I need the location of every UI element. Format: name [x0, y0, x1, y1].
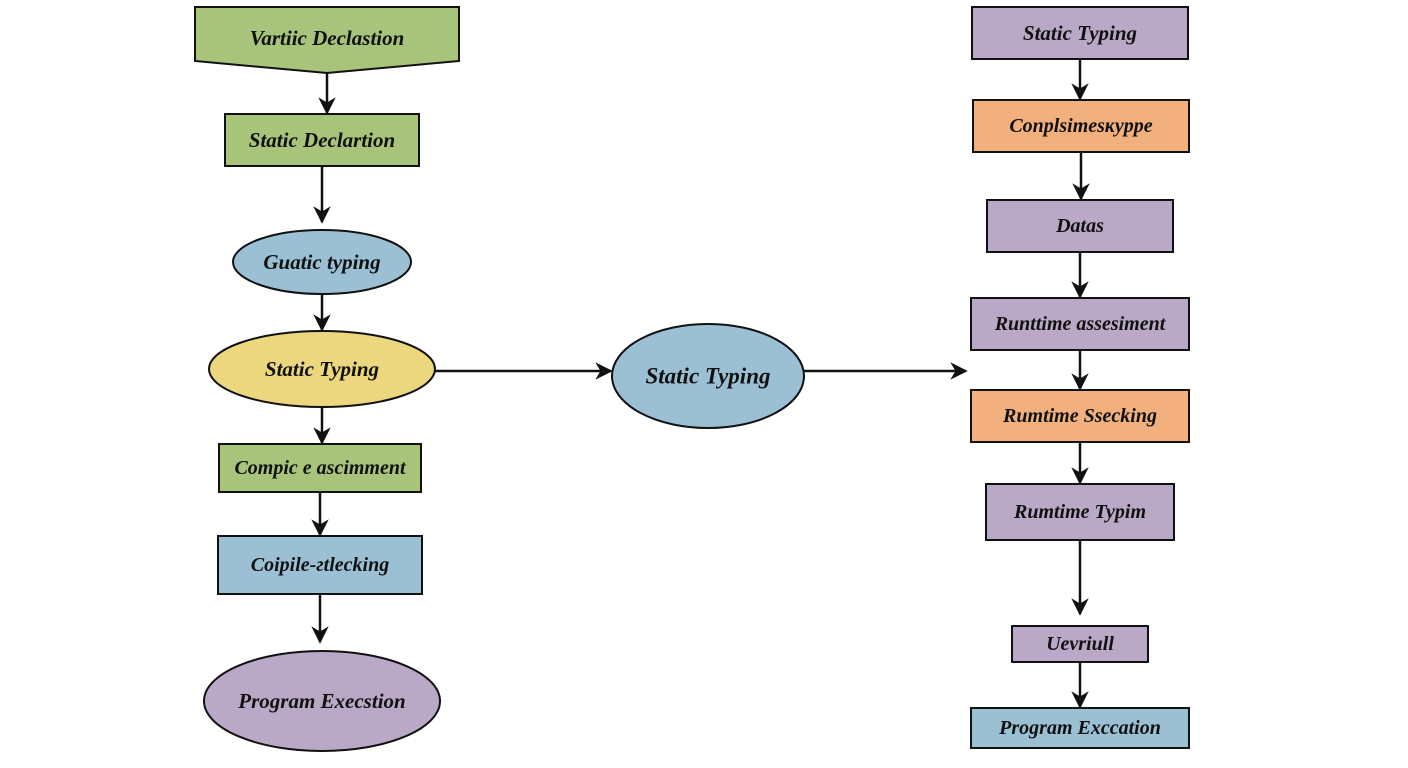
node-label: Program Exccation: [998, 717, 1161, 739]
node-label: Runttime assesiment: [994, 313, 1167, 335]
node-label: Datas: [1055, 215, 1104, 237]
node-l7-program-execstion: Program Execstion: [203, 650, 441, 752]
node-r1-static-typing: Static Typing: [971, 6, 1189, 60]
node-rect-shape: [971, 6, 1189, 60]
node-rect-shape: [972, 99, 1190, 153]
node-label: Uevriull: [1046, 633, 1114, 655]
node-label: Guatic typing: [263, 250, 380, 274]
node-label: Static Declartion: [249, 128, 395, 152]
node-r2-conplsimes-yppe: Conplsimesĸyppe: [972, 99, 1190, 153]
node-l4-static-typing: Static Typing: [208, 330, 436, 408]
node-ellipse-shape: [232, 229, 412, 295]
node-l1-vartiic-declastion: Vartiic Declastion: [194, 6, 460, 75]
node-label: Coipile-гtlecking: [251, 554, 389, 576]
node-r5-rumtime-ssecking: Rumtime Ssecking: [970, 389, 1190, 443]
node-l3-guatic-typing: Guatic typing: [232, 229, 412, 295]
node-rect-shape: [985, 483, 1175, 541]
node-ellipse-shape: [611, 323, 805, 429]
node-label: Vartiic Declastion: [250, 26, 405, 50]
node-rect-shape: [1011, 625, 1149, 663]
node-label: Static Typing: [265, 357, 379, 381]
node-label: Rumtime Ssecking: [1002, 405, 1157, 427]
node-r6-rumtime-typim: Rumtime Typim: [985, 483, 1175, 541]
node-rect-shape: [970, 389, 1190, 443]
node-r4-runttime-assesiment: Runttime assesiment: [970, 297, 1190, 351]
node-label: Compic e ascimment: [234, 457, 407, 479]
node-label: Static Typing: [645, 364, 770, 389]
node-r3-datas: Datas: [986, 199, 1174, 253]
node-label: Static Typing: [1023, 21, 1137, 45]
node-l2-static-declartion: Static Declartion: [224, 113, 420, 167]
node-r8-program-exccation: Program Exccation: [970, 707, 1190, 749]
node-ellipse-shape: [203, 650, 441, 752]
node-label: Program Execstion: [237, 689, 405, 713]
node-l5-compic-e-ascimment: Compic e ascimment: [218, 443, 422, 493]
edges-layer: [311, 59, 1090, 709]
node-pentagon-shape: [194, 6, 460, 75]
node-r7-uevriull: Uevriull: [1011, 625, 1149, 663]
node-c1-static-typing: Static Typing: [611, 323, 805, 429]
node-ellipse-shape: [208, 330, 436, 408]
node-rect-shape: [224, 113, 420, 167]
node-rect-shape: [217, 535, 423, 595]
node-label: Conplsimesĸyppe: [1009, 115, 1152, 137]
node-l6-coipile-tlecking: Coipile-гtlecking: [217, 535, 423, 595]
node-rect-shape: [986, 199, 1174, 253]
node-rect-shape: [970, 297, 1190, 351]
node-rect-shape: [218, 443, 422, 493]
node-rect-shape: [970, 707, 1190, 749]
node-label: Rumtime Typim: [1013, 501, 1146, 523]
